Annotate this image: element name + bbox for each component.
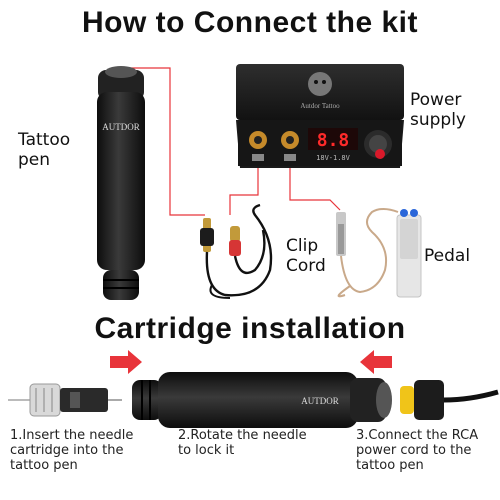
- step-2-line1: 2.Rotate the needle: [178, 428, 307, 443]
- step-3-line3: tattoo pen: [356, 458, 424, 473]
- clip-cord-label-line2: Cord: [286, 256, 326, 276]
- power-supply-unit: Autdor Tattoo 8.8 18V-1.8V: [236, 64, 404, 168]
- step-1-caption: 1.Insert the needle cartridge into the t…: [10, 428, 133, 473]
- arrow-left-icon: [360, 350, 392, 374]
- power-supply-logo-text: Autdor Tattoo: [300, 102, 340, 110]
- tattoo-pen-vertical: AUTDOR: [97, 66, 145, 300]
- power-supply-label-line1: Power: [410, 90, 462, 110]
- arrow-right-icon: [110, 350, 142, 374]
- step-1-line3: tattoo pen: [10, 458, 78, 473]
- voltage-range: 18V-1.8V: [316, 154, 351, 162]
- step-3-line2: power cord to the: [356, 443, 472, 458]
- step-1-line1: 1.Insert the needle: [10, 428, 134, 443]
- section-title: Cartridge installation: [94, 312, 406, 345]
- pen-brand-text-horizontal: AUTDOR: [301, 396, 339, 406]
- voltage-display: 8.8: [317, 130, 350, 151]
- pen-brand-text: AUTDOR: [102, 122, 140, 132]
- rca-connector: [400, 380, 499, 420]
- power-supply-label: Power supply: [410, 90, 466, 130]
- needle-cartridge: [8, 383, 122, 417]
- tattoo-pen-horizontal: AUTDOR: [132, 372, 392, 428]
- pedal-jack-line: [289, 162, 341, 211]
- direction-arrows: [110, 350, 392, 374]
- clip-cord-label-line1: Clip: [286, 236, 319, 256]
- foot-pedal: [336, 208, 422, 298]
- main-title: How to Connect the kit: [82, 6, 418, 39]
- step-1-line2: cartridge into the: [10, 443, 124, 458]
- step-2-line2: to lock it: [178, 443, 235, 458]
- tattoo-pen-label: Tattoo pen: [18, 130, 70, 170]
- connector-lines: [120, 67, 341, 216]
- step-2-caption: 2.Rotate the needle to lock it: [178, 428, 307, 458]
- clip-cord: [200, 203, 273, 299]
- step-3-caption: 3.Connect the RCA power cord to the tatt…: [356, 428, 478, 473]
- pedal-label: Pedal: [424, 246, 471, 266]
- power-supply-label-line2: supply: [410, 110, 466, 130]
- tattoo-pen-label-line1: Tattoo: [18, 130, 71, 150]
- tattoo-pen-label-line2: pen: [18, 150, 51, 170]
- clip-cord-label: Clip Cord: [286, 236, 326, 276]
- pen-jack-line: [229, 162, 259, 215]
- step-3-line1: 3.Connect the RCA: [356, 428, 479, 443]
- pen-connector-line: [120, 67, 205, 216]
